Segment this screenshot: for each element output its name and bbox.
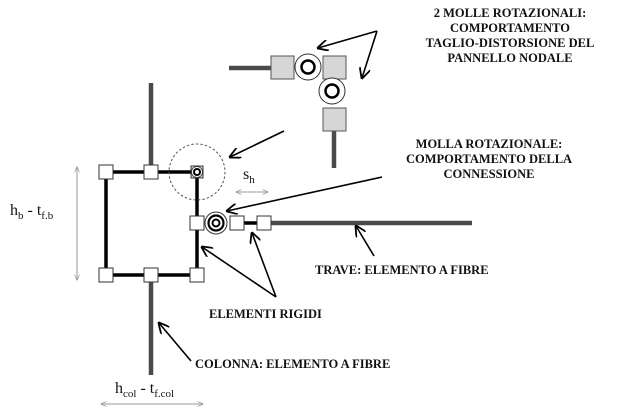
label-beam: TRAVE: ELEMENTO A FIBRE (315, 263, 489, 277)
detail-node-right (322, 55, 347, 80)
arrow-detail-circle (230, 130, 285, 157)
dim-sep: - (136, 380, 150, 397)
node-top-middle (143, 164, 159, 180)
arrow-column-label (159, 323, 192, 362)
arrow-rigid-1 (202, 247, 277, 298)
panel-spring-2-icon (318, 77, 346, 105)
label-line: COMPORTAMENTO (450, 21, 570, 35)
label-line: MOLLA ROTAZIONALE: (415, 137, 563, 151)
dim-main-sub: b (18, 210, 24, 223)
dim-sep: - (23, 202, 37, 219)
arrow-connection-spring (227, 176, 383, 211)
dimension-offset-label: sh (243, 166, 255, 186)
label-rigid-elements: ELEMENTI RIGIDI (209, 307, 322, 321)
detail-circle (168, 143, 226, 201)
corner-spring-node (190, 165, 204, 179)
arrow-panel-spring-1 (318, 30, 378, 48)
label-line: TAGLIO-DISTORSIONE DEL (425, 36, 595, 50)
dim-second-sub: f.b (41, 210, 54, 223)
dim-second: t (149, 380, 155, 397)
connection-spring-icon (204, 211, 228, 235)
dim-main: s (243, 166, 250, 183)
arrow-panel-spring-2 (362, 30, 378, 78)
label-line: COMPORTAMENTO DELLA (405, 152, 573, 166)
label-line: 2 MOLLE ROTAZIONALI: (433, 6, 587, 20)
node-bottom-right (189, 267, 205, 283)
detail-nodes (270, 55, 347, 132)
node-beam-2 (256, 215, 272, 231)
label-connection-spring: MOLLA ROTAZIONALE: COMPORTAMENTO DELLA C… (372, 137, 606, 182)
node-beam-1 (229, 215, 245, 231)
detail-node-bottom (322, 107, 347, 132)
node-bottom-left (98, 267, 114, 283)
arrow-beam-label (356, 226, 375, 257)
label-line: CONNESSIONE (443, 167, 535, 181)
label-panel-springs: 2 MOLLE ROTAZIONALI: COMPORTAMENTO TAGLI… (392, 6, 628, 66)
arrow-rigid-2 (252, 233, 277, 298)
dimension-panel-height-label: hb - tf.b (10, 202, 53, 222)
node-top-left (98, 164, 114, 180)
panel-nodes (98, 164, 272, 283)
label-line: PANNELLO NODALE (447, 51, 573, 65)
dim-main-sub: col (123, 388, 137, 401)
node-right-middle (189, 215, 205, 231)
node-bottom-middle (143, 267, 159, 283)
dim-second-sub: f.col (154, 388, 175, 401)
dim-main: h (10, 202, 18, 219)
detail-node-left (270, 55, 295, 80)
dim-main: h (115, 380, 123, 397)
dim-main-sub: h (249, 174, 255, 187)
dim-second: t (36, 202, 42, 219)
label-column: COLONNA: ELEMENTO A FIBRE (195, 357, 391, 371)
panel-spring-1-icon (294, 53, 322, 81)
dimension-panel-width-label: hcol - tf.col (115, 380, 174, 400)
